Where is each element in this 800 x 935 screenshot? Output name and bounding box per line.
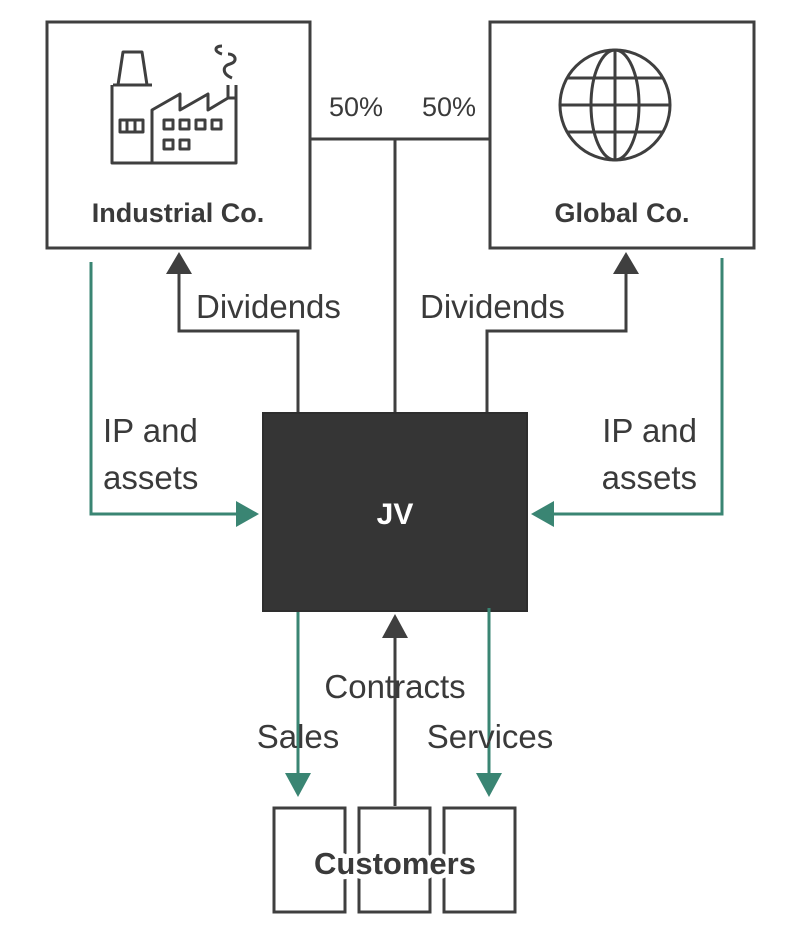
industrial-co-label: Industrial Co. [92, 198, 265, 228]
global-co-label: Global Co. [555, 198, 690, 228]
contracts-arrowhead [382, 614, 408, 638]
customers-node: Customers [272, 806, 517, 914]
ip-assets-left-label-line1: IP and [103, 412, 198, 449]
sales-arrowhead [285, 773, 311, 797]
dividends-right-flow [485, 252, 639, 414]
jv-label: JV [377, 498, 414, 531]
customers-label: Customers [314, 846, 476, 881]
ip-assets-left-flow [89, 262, 259, 527]
ip-assets-right-label-line2: assets [602, 459, 697, 496]
sales-flow [285, 612, 311, 797]
industrial-co-node: Industrial Co. [45, 20, 312, 250]
industrial-share-label: 50% [329, 92, 383, 122]
services-arrowhead [476, 773, 502, 797]
global-co-node: Global Co. [488, 20, 756, 250]
ip-assets-right-arrowhead [531, 501, 554, 527]
jv-node: JV [262, 412, 528, 612]
ip-assets-right-flow [531, 258, 724, 527]
dividends-right-arrowhead [613, 252, 639, 274]
globe-icon [558, 48, 672, 162]
customer-box-middle [357, 806, 432, 914]
sales-label: Sales [257, 718, 340, 755]
ip-assets-left-arrowhead [236, 501, 259, 527]
contracts-flow [382, 614, 408, 806]
services-label: Services [427, 718, 554, 755]
contracts-label: Contracts [324, 668, 465, 705]
dividends-left-flow [166, 252, 300, 414]
dividends-right-label: Dividends [420, 288, 565, 325]
dividends-left-label: Dividends [196, 288, 341, 325]
ip-assets-left-label-line2: assets [103, 459, 198, 496]
ip-assets-right-label-line1: IP and [602, 412, 697, 449]
customer-box-left [272, 806, 347, 914]
dividends-left-arrowhead [166, 252, 192, 274]
factory-icon [110, 44, 238, 165]
global-share-label: 50% [422, 92, 476, 122]
ownership-connector [310, 137, 490, 414]
services-flow [476, 608, 502, 797]
jv-box [262, 412, 528, 612]
customer-box-right [442, 806, 517, 914]
